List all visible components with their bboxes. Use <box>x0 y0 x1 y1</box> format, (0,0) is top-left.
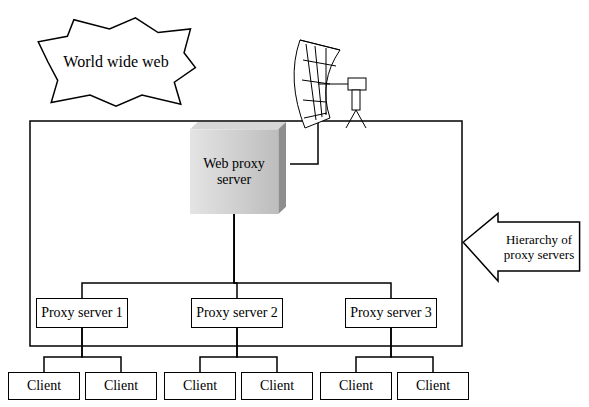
callout-arrow: Hierarchy of proxy servers <box>462 212 582 284</box>
tree-connector <box>237 328 277 372</box>
node-label: Proxy server 1 <box>41 305 123 321</box>
node-label: Proxy server 2 <box>196 305 278 321</box>
text-wrap: Proxy server 2 <box>196 305 278 321</box>
client-box: Client <box>164 372 236 400</box>
tree-connector <box>391 328 433 372</box>
proxy-box: Proxy server 1 <box>36 298 128 328</box>
proxy-box: Proxy server 2 <box>191 298 283 328</box>
text-wrap: Client <box>27 378 61 394</box>
client-box: Client <box>397 372 469 400</box>
text-wrap: Client <box>339 378 373 394</box>
text-wrap: Proxy server 3 <box>350 305 432 321</box>
node-label: Client <box>339 378 373 394</box>
client-box: Client <box>241 372 313 400</box>
node-label: Hierarchy of proxy servers <box>500 233 578 263</box>
cloud-node: World wide web <box>35 16 197 108</box>
node-label: Client <box>260 378 294 394</box>
client-box: Client <box>8 372 80 400</box>
node-label: Web proxy server <box>196 156 272 188</box>
satellite-dish <box>294 40 366 128</box>
node-label: Client <box>416 378 450 394</box>
node-label: Client <box>104 378 138 394</box>
server-box: Web proxy server <box>190 122 286 214</box>
tree-connector <box>44 328 82 372</box>
node-label: Client <box>183 378 217 394</box>
tree-connector <box>82 328 121 372</box>
node-label: Client <box>27 378 61 394</box>
node-label: Proxy server 3 <box>350 305 432 321</box>
text-wrap: Client <box>183 378 217 394</box>
client-box: Client <box>85 372 157 400</box>
tree-connector <box>234 214 391 298</box>
text-wrap: Web proxy server <box>196 156 272 188</box>
text-wrap: World wide web <box>56 53 176 71</box>
text-wrap: Client <box>104 378 138 394</box>
node-label: World wide web <box>56 53 176 71</box>
tree-connector <box>356 328 391 372</box>
text-wrap: Proxy server 1 <box>41 305 123 321</box>
hierarchy-frame <box>30 121 462 346</box>
tree-connector <box>82 214 234 298</box>
proxy-box: Proxy server 3 <box>345 298 437 328</box>
text-wrap: Hierarchy of proxy servers <box>500 233 578 263</box>
client-box: Client <box>320 372 392 400</box>
tree-connector <box>200 328 237 372</box>
text-wrap: Client <box>416 378 450 394</box>
text-wrap: Client <box>260 378 294 394</box>
